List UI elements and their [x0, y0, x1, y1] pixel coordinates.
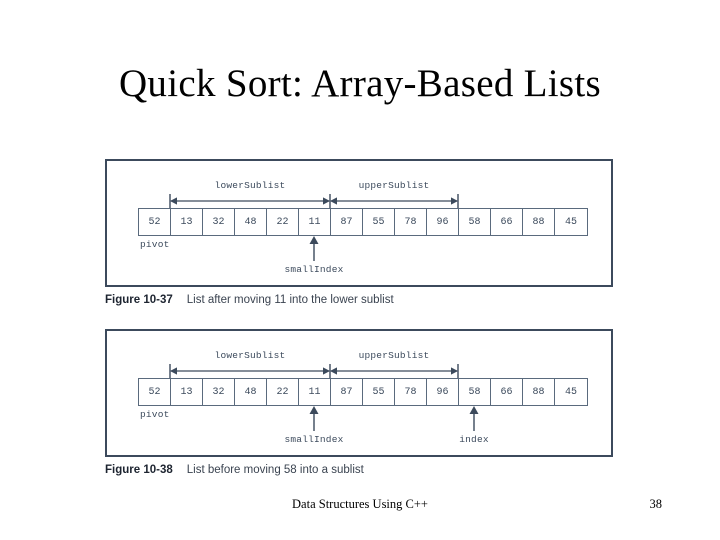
array-cell: 96 — [427, 209, 459, 235]
figure-caption-text: List before moving 58 into a sublist — [186, 464, 364, 476]
array-cell: 66 — [491, 209, 523, 235]
array-cell: 45 — [555, 379, 587, 405]
figure-caption-10-37: Figure 10-37 List after moving 11 into th… — [105, 294, 394, 306]
array-cell: 48 — [235, 379, 267, 405]
array-cell: 66 — [491, 379, 523, 405]
figure-caption-text: List after moving 11 into the lower subl… — [186, 294, 394, 306]
upper-sublist-label: upperSublist — [358, 180, 430, 191]
array-cell: 55 — [363, 209, 395, 235]
array-cell: 13 — [171, 209, 203, 235]
footer-title: Data Structures Using C++ — [292, 497, 428, 511]
array-cell: 88 — [523, 209, 555, 235]
page-title: Quick Sort: Array-Based Lists — [118, 62, 602, 105]
array-cell: 55 — [363, 379, 395, 405]
upper-sublist-label: upperSublist — [358, 350, 430, 361]
up-arrow-icon — [309, 236, 319, 261]
pointer-label-smallindex: smallIndex — [284, 434, 344, 445]
pivot-label: pivot — [140, 239, 170, 250]
array-cell: 11 — [299, 379, 331, 405]
array-cell: 58 — [459, 209, 491, 235]
array-cell: 11 — [299, 209, 331, 235]
pointer-label-smallindex: smallIndex — [284, 264, 344, 275]
lower-sublist-label: lowerSublist — [214, 350, 286, 361]
figure-number: Figure 10-37 — [105, 294, 173, 306]
array-cell: 22 — [267, 209, 299, 235]
array-cell: 32 — [203, 209, 235, 235]
lower-sublist-arrow — [170, 367, 330, 375]
array-cell: 88 — [523, 379, 555, 405]
array-cell: 22 — [267, 379, 299, 405]
array-cell: 13 — [171, 379, 203, 405]
sublist-range-arrows — [169, 364, 459, 378]
pointer-arrow-index — [468, 406, 480, 432]
array-cell: 52 — [139, 209, 171, 235]
lower-sublist-label: lowerSublist — [214, 180, 286, 191]
sublist-arrow-band — [107, 364, 611, 378]
upper-sublist-arrow — [330, 367, 458, 375]
array-cell: 87 — [331, 209, 363, 235]
array-cell: 87 — [331, 379, 363, 405]
footer-page-number: 38 — [649, 497, 663, 511]
sublist-range-arrows — [169, 194, 459, 208]
pointer-arrow-smallindex — [308, 236, 320, 262]
up-arrow-icon — [309, 406, 319, 431]
array-cell: 32 — [203, 379, 235, 405]
pointer-label-index: index — [459, 434, 489, 445]
sublist-arrow-band — [107, 194, 611, 208]
up-arrow-icon — [469, 406, 479, 431]
array-cell: 58 — [459, 379, 491, 405]
figure-number: Figure 10-38 — [105, 464, 173, 476]
pointer-arrow-smallindex — [308, 406, 320, 432]
array-cell: 52 — [139, 379, 171, 405]
array-cell: 96 — [427, 379, 459, 405]
upper-sublist-arrow — [330, 197, 458, 205]
array-cell: 78 — [395, 209, 427, 235]
array-cell: 45 — [555, 209, 587, 235]
array-cell: 78 — [395, 379, 427, 405]
lower-sublist-arrow — [170, 197, 330, 205]
array-cell: 48 — [235, 209, 267, 235]
figure-caption-10-38: Figure 10-38 List before moving 58 into a… — [105, 464, 364, 476]
pivot-label: pivot — [140, 409, 170, 420]
